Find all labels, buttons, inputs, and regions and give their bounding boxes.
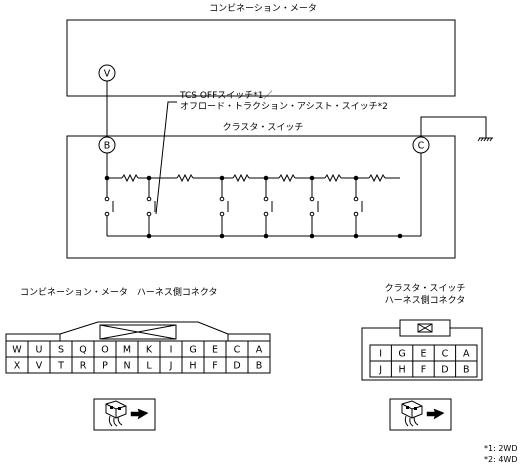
right-connector: I G E C A J H F D B [361, 319, 483, 381]
switch-5 [309, 178, 319, 236]
left-connector-pin-C: C [234, 345, 241, 356]
resistor-3 [232, 173, 250, 183]
switch-3 [219, 178, 229, 236]
right-connector-pin-I: I [379, 349, 382, 360]
left-connector-pin-E: E [212, 345, 218, 356]
right-connector-pin-F: F [421, 365, 426, 376]
left-connector-pin-V: V [36, 361, 43, 372]
right-connector-title-1: クラスタ・スイッチ [385, 283, 466, 294]
left-connector-pin-G: G [189, 345, 196, 356]
left-connector-pin-W: W [12, 345, 22, 356]
right-connector-pin-C: C [442, 349, 449, 360]
left-connector-pin-M: M [123, 345, 131, 356]
switch-4 [263, 178, 273, 236]
right-connector-pin-D: D [441, 365, 448, 376]
switch-1 [104, 178, 114, 236]
combination-meter-box [66, 19, 456, 97]
left-connector-pin-B: B [256, 361, 263, 372]
left-connector-pin-T: T [57, 361, 64, 372]
left-connector-pin-J: J [169, 361, 173, 372]
right-connector-pin-A: A [463, 349, 470, 360]
left-connector-pin-K: K [146, 345, 153, 356]
left-connector-pin-L: L [146, 361, 152, 372]
left-connector-pin-D: D [233, 361, 240, 372]
terminal-v-label: V [104, 69, 111, 80]
left-connector-pin-A: A [256, 345, 263, 356]
terminal-b-label: B [104, 141, 111, 152]
left-connector-pin-S: S [58, 345, 64, 356]
left-connector-pin-X: X [14, 361, 21, 372]
right-connector-pin-G: G [398, 349, 405, 360]
right-connector-pin-E: E [420, 349, 426, 360]
resistor-2 [176, 173, 194, 183]
left-connector-pin-H: H [189, 361, 196, 372]
resistor-1 [121, 173, 139, 183]
note-2: *2: 4WD [484, 455, 518, 464]
resistor-5 [324, 173, 342, 183]
right-connector-title-2: ハーネス側コネクタ [385, 294, 466, 306]
resistor-6 [368, 173, 386, 183]
left-connector-pin-F: F [212, 361, 217, 372]
left-connector: W U S Q O M K I G E C A X V T R P N L J H F D B [5, 321, 271, 374]
switch-2 [146, 178, 156, 236]
ground-wire [420, 116, 487, 138]
left-connector-pin-N: N [123, 361, 130, 372]
note-1: *1: 2WD [484, 444, 518, 453]
resistor-4 [278, 173, 296, 183]
terminal-c-label: C [418, 141, 425, 152]
right-connector-pin-J: J [378, 365, 382, 376]
left-connector-pin-I: I [170, 345, 173, 356]
right-connector-pin-H: H [399, 365, 406, 376]
left-connector-pin-U: U [36, 345, 43, 356]
left-connector-pin-Q: Q [79, 345, 86, 356]
meter-title: コンビネーション・メータ [209, 3, 317, 14]
left-connector-pin-O: O [101, 345, 108, 356]
switch-ladder-circuit [104, 153, 422, 239]
left-connector-title: コンビネーション・メータ ハーネス側コネクタ [20, 286, 217, 298]
tcs-off-switch-label: TCS OFFスイッチ*1／ [179, 90, 273, 101]
left-connector-pin-R: R [80, 361, 87, 372]
right-connector-view-icon [389, 398, 452, 431]
left-connector-pin-P: P [102, 361, 108, 372]
left-connector-shroud [5, 333, 61, 341]
offroad-assist-switch-label: オフロード・トラクション・アシスト・スイッチ*2 [180, 101, 388, 112]
switch-6 [353, 178, 363, 236]
tcs-leader-line [155, 101, 177, 215]
junction-dots [104, 175, 403, 239]
left-connector-view-icon [93, 398, 156, 431]
ground-icon [477, 137, 493, 142]
right-connector-pin-B: B [463, 365, 470, 376]
cluster-switch-box [66, 135, 456, 259]
terminal-v [98, 64, 116, 82]
switch-title: クラスタ・スイッチ [223, 122, 304, 133]
